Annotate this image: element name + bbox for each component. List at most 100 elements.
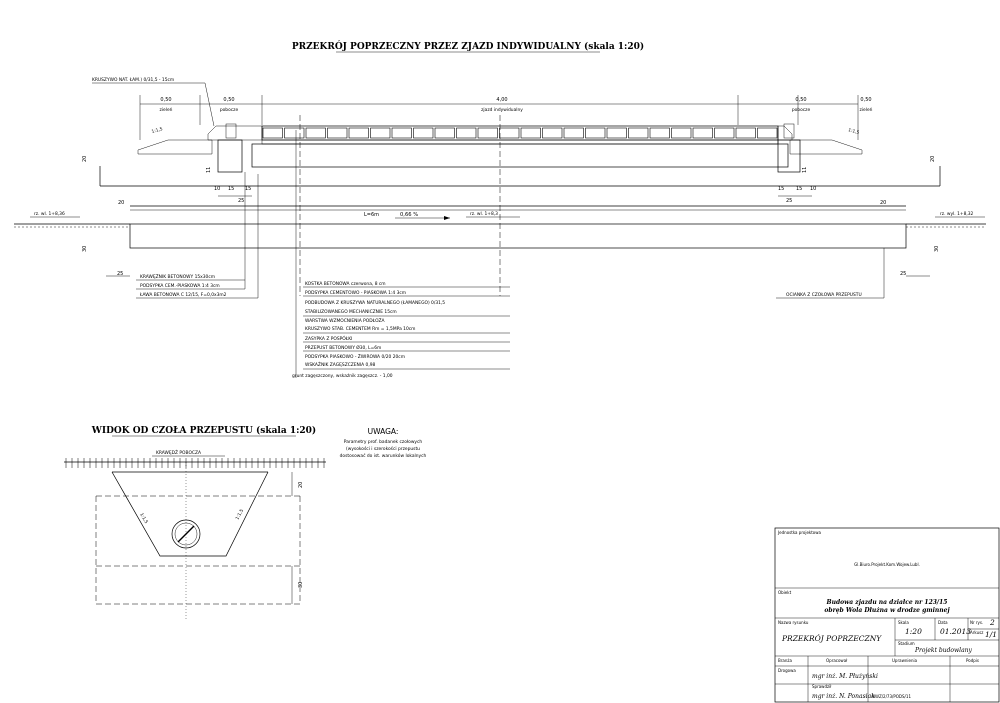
left-callout-1: KRAWĘŻNIK BETONOWY 15x30cm — [140, 273, 215, 280]
svg-text:11: 11 — [802, 167, 808, 173]
svg-text:NWZ/2/73/PODS/11: NWZ/2/73/PODS/11 — [872, 694, 911, 699]
svg-text:Arkusz: Arkusz — [970, 630, 983, 635]
svg-text:Data: Data — [938, 620, 948, 625]
paver-block — [327, 127, 348, 139]
right-shoulder-value: 0,50 — [795, 97, 806, 103]
svg-text:Nr rys.: Nr rys. — [970, 620, 983, 625]
center-width-label: zjazd indywidualny — [481, 107, 523, 113]
svg-text:Branża: Branża — [778, 658, 792, 663]
center-callout-1: KOSTKA BETONOWA czerwona, 8 cm — [305, 281, 386, 287]
svg-text:1/1: 1/1 — [985, 630, 997, 639]
note-heading: UWAGA: — [368, 427, 399, 436]
left-callouts: KRAWĘŻNIK BETONOWY 15x30cm PODSYPKA CEM.… — [136, 172, 259, 299]
paver-block — [370, 127, 391, 139]
svg-text:11: 11 — [206, 167, 212, 173]
svg-text:25: 25 — [786, 198, 792, 204]
center-callout-3: PODBUDOWA Z KRUSZYWA NATURALNEGO (ŁAMANE… — [305, 300, 445, 306]
svg-text:20: 20 — [82, 156, 88, 162]
rz-wl-left: rz. wl. 1+8,36 — [34, 211, 65, 217]
kruszywo-label: KRUSZYWO NAT. ŁAM.) 0/31,5 - 15cm — [92, 77, 174, 83]
svg-text:Uprawnienia: Uprawnienia — [892, 658, 918, 663]
center-callout-6: KRUSZYWO STAB. CEMENTEM Rm = 1,5MPa 10cm — [305, 326, 415, 332]
svg-text:25: 25 — [238, 198, 244, 204]
top-dimension-chain: KRUSZYWO NAT. ŁAM.) 0/31,5 - 15cm 0,50 z… — [92, 77, 873, 140]
front-dim-bottom: 30 — [298, 582, 304, 588]
paver-block — [456, 127, 477, 139]
cross-section-title: PRZEKRÓJ POPRZECZNY PRZEZ ZJAZD INDYWIDU… — [292, 40, 644, 52]
culvert-length: L=6m — [364, 212, 379, 218]
left-shoulder-value: 0,50 — [223, 97, 234, 103]
center-callout-9: PODSYPKA PIASKOWO - ŻWIROWA 0/20 20cm — [305, 353, 405, 360]
paver-block — [262, 127, 283, 139]
svg-text:10: 10 — [214, 186, 220, 192]
svg-text:Opracował: Opracował — [826, 658, 848, 663]
svg-text:Gl.Biuro.Projekt.Kom.Wojew.Lub: Gl.Biuro.Projekt.Kom.Wojew.Lubl. — [854, 562, 920, 567]
svg-text:15: 15 — [796, 186, 802, 192]
paver-block — [413, 127, 434, 139]
paver-block — [542, 127, 563, 139]
slope-right: 1:1,5 — [847, 127, 860, 136]
center-callout-4: STABILIZOWANEGO MECHANICZNIE 15cm — [305, 309, 397, 315]
svg-text:Skala: Skala — [898, 620, 909, 625]
center-callout-11: grunt zagęszczony, wskaźnik zagęszcz. - … — [292, 372, 393, 379]
center-callout-5: WARSTWA WZMOCNIENIA PODŁOŻA — [305, 317, 385, 324]
paver-block — [477, 127, 498, 139]
left-verge-value: 0,50 — [160, 97, 171, 103]
paver-block — [520, 127, 541, 139]
slope-percent: 0,66 % — [400, 212, 418, 218]
center-callout-2: PODSYPKA CEMENTOWO - PIASKOWA 1:4 3cm — [305, 290, 406, 296]
center-width-value: 4,00 — [496, 97, 507, 103]
paver-block — [434, 127, 455, 139]
front-dim-top: 20 — [298, 482, 304, 488]
paver-block — [649, 127, 670, 139]
svg-text:Stadium: Stadium — [898, 641, 915, 646]
svg-text:20: 20 — [930, 156, 936, 162]
paver-block — [606, 127, 627, 139]
paver-block — [757, 127, 778, 139]
right-verge-value: 0,50 — [860, 97, 871, 103]
note: UWAGA: Parametry prof. badanek czołowych… — [340, 427, 427, 459]
svg-text:mgr inż. N. Ponasiak: mgr inż. N. Ponasiak — [812, 693, 875, 700]
svg-text:obręb Wola Dłużna w drodze gmi: obręb Wola Dłużna w drodze gminnej — [824, 607, 950, 614]
svg-text:Sprawdził: Sprawdził — [812, 684, 832, 689]
center-callout-8: PRZEPUST BETONOWY Ø30, L=6m — [305, 344, 381, 351]
note-line-2: (wysokości i szerokości przepustu — [346, 445, 420, 452]
svg-text:20: 20 — [118, 200, 124, 206]
svg-text:20: 20 — [880, 200, 886, 206]
left-verge-label: zieleń — [160, 106, 173, 113]
rz-wyl-right: rz. wyl. 1+8,32 — [940, 211, 974, 217]
svg-text:Obiekt: Obiekt — [778, 590, 792, 595]
road-structure — [14, 115, 986, 296]
svg-text:15: 15 — [228, 186, 234, 192]
title-block: Jednostka projektowa Gl.Biuro.Projekt.Ko… — [774, 527, 1000, 703]
paver-block — [348, 127, 369, 139]
paver-block — [735, 127, 756, 139]
svg-text:1:20: 1:20 — [905, 627, 922, 636]
svg-text:15: 15 — [245, 186, 251, 192]
svg-text:Budowa zjazdu na działce nr 12: Budowa zjazdu na działce nr 123/15 — [826, 599, 948, 606]
right-verge-label: zieleń — [860, 106, 873, 113]
svg-text:10: 10 — [810, 186, 816, 192]
svg-text:30: 30 — [934, 246, 940, 252]
paver-block — [671, 127, 692, 139]
front-view-title: WIDOK OD CZOŁA PRZEPUSTU (skala 1:20) — [91, 425, 316, 436]
center-callouts: KOSTKA BETONOWA czerwona, 8 cm PODSYPKA … — [292, 130, 510, 379]
svg-text:Jednostka projektowa: Jednostka projektowa — [777, 530, 822, 535]
right-shoulder-label: pobocze — [792, 107, 811, 113]
front-slope-right: 1:1,5 — [234, 508, 245, 521]
front-view-drawing: KRAWĘDŹ POBOCZA 20 30 1:1,5 1:1,5 — [64, 448, 326, 620]
paver-block — [499, 127, 520, 139]
paver-block — [692, 127, 713, 139]
drawing-name: PRZEKRÓJ POPRZECZNY — [781, 634, 882, 643]
paver-block — [628, 127, 649, 139]
right-callout-text: OCIANKA Z CZOŁOWA PRZEPUSTU — [786, 292, 862, 298]
krawedz-label: KRAWĘDŹ POBOCZA — [156, 448, 201, 456]
paver-block — [284, 127, 305, 139]
svg-text:Drogowa: Drogowa — [778, 668, 796, 673]
svg-text:25: 25 — [117, 271, 123, 277]
svg-text:Nazwa rysunku: Nazwa rysunku — [778, 620, 809, 625]
center-callout-10: WSKAŹNIK ZAGĘSZCZENIA 0,98 — [305, 360, 376, 368]
rz-wl-mid: rz. wl. 1+8,3 — [470, 211, 498, 217]
left-callout-2: PODSYPKA CEM.-PIASKOWA 1:4 3cm — [140, 283, 220, 289]
